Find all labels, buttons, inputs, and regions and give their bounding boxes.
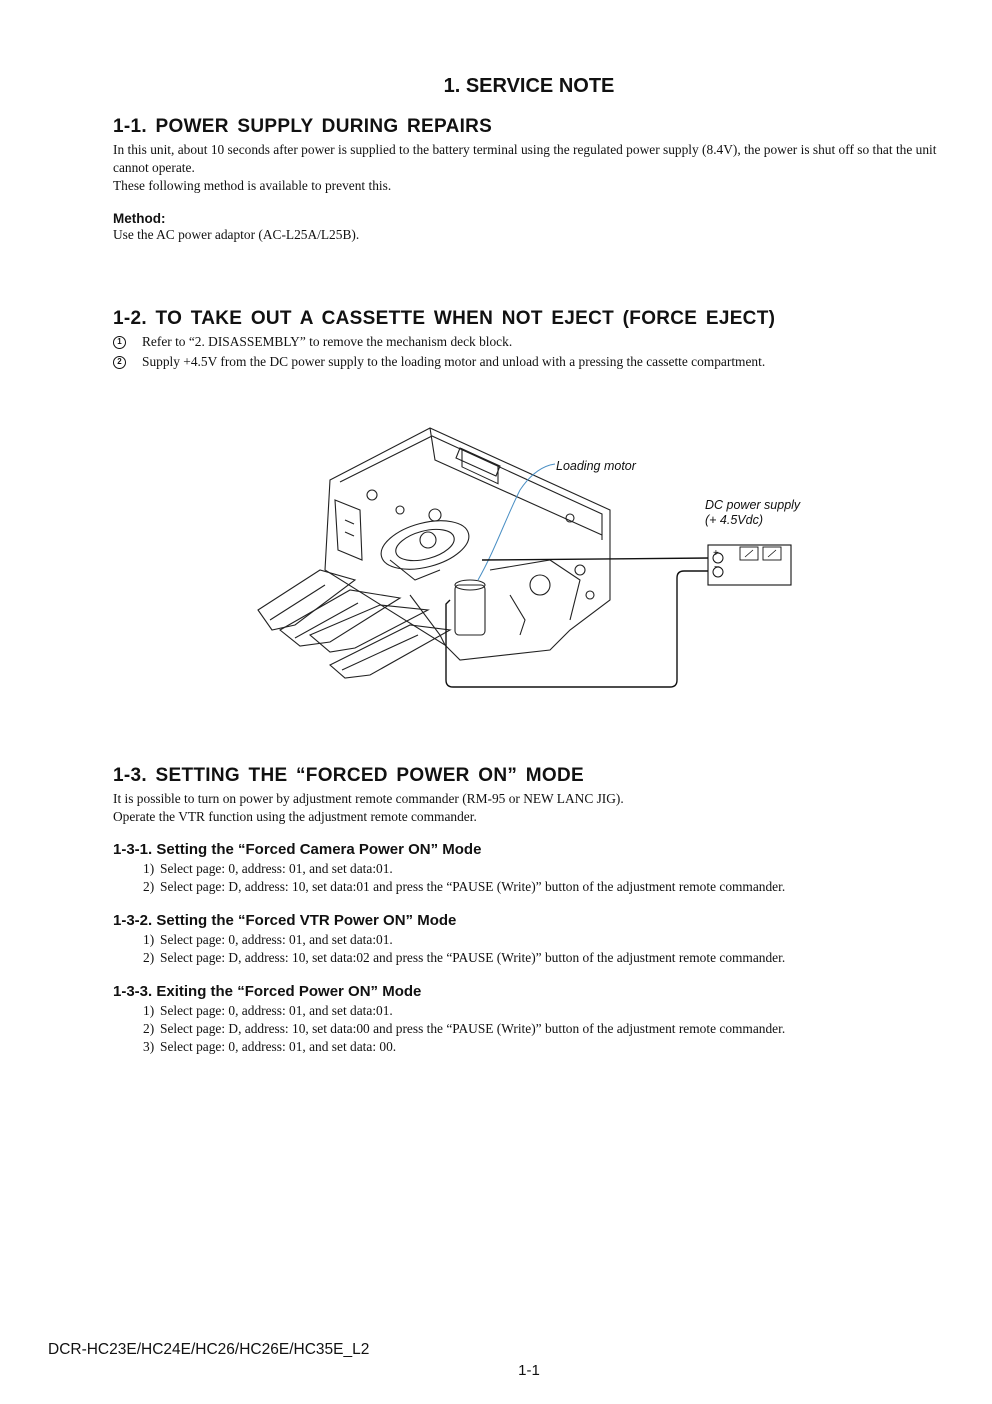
subsection-heading: 1-3-3. Exiting the “Forced Power ON” Mod… xyxy=(113,983,422,1000)
method-label: Method: xyxy=(113,211,166,226)
mechanism-deck-illustration xyxy=(257,427,792,688)
section-power-supply: 1-1. POWER SUPPLY DURING REPAIRS In this… xyxy=(113,116,953,244)
body-text: These following method is available to p… xyxy=(113,178,392,193)
list-item: 1)Select page: 0, address: 01, and set d… xyxy=(143,932,393,947)
section-forced-power-on: 1-3. SETTING THE “FORCED POWER ON” MODE … xyxy=(113,765,953,1056)
subsection-heading: 1-3-1. Setting the “Forced Camera Power … xyxy=(113,841,482,858)
section-heading: 1-1. POWER SUPPLY DURING REPAIRS xyxy=(113,116,493,137)
flex-cable xyxy=(308,604,430,653)
body-text: Operate the VTR function using the adjus… xyxy=(113,809,477,824)
body-text: It is possible to turn on power by adjus… xyxy=(113,791,624,806)
step-list: 1)Select page: 0, address: 01, and set d… xyxy=(113,931,953,967)
list-item: 2)Select page: D, address: 10, set data:… xyxy=(143,879,786,894)
list-item: 3)Select page: 0, address: 01, and set d… xyxy=(143,1039,397,1054)
step-number: 2 xyxy=(113,355,126,369)
plus-terminal-symbol: + xyxy=(713,548,719,559)
minus-terminal-symbol: − xyxy=(714,562,720,573)
force-eject-diagram: Loading motor DC power supply (+ 4.5Vdc)… xyxy=(250,420,810,695)
flex-cable xyxy=(329,624,452,679)
step-text: Supply +4.5V from the DC power supply to… xyxy=(142,354,766,369)
step-list: 1)Select page: 0, address: 01, and set d… xyxy=(113,1002,953,1056)
list-item: 2)Select page: D, address: 10, set data:… xyxy=(143,1021,786,1036)
footer-model-number: DCR-HC23E/HC24E/HC26/HC26E/HC35E_L2 xyxy=(48,1341,370,1358)
section-heading: 1-3. SETTING THE “FORCED POWER ON” MODE xyxy=(113,765,584,786)
list-item: 1)Select page: 0, address: 01, and set d… xyxy=(143,861,393,876)
body-text: In this unit, about 10 seconds after pow… xyxy=(113,142,937,175)
wire-negative xyxy=(445,570,710,688)
dc-supply-voltage-label: (+ 4.5Vdc) xyxy=(705,513,764,527)
step-list: 1)Select page: 0, address: 01, and set d… xyxy=(113,860,953,896)
flex-cable xyxy=(257,569,357,631)
step-item: 1 Refer to “2. DISASSEMBLY” to remove th… xyxy=(113,333,953,351)
subsection-heading: 1-3-2. Setting the “Forced VTR Power ON”… xyxy=(113,912,457,929)
method-text: Use the AC power adaptor (AC-L25A/L25B). xyxy=(113,227,360,242)
section-force-eject: 1-2. TO TAKE OUT A CASSETTE WHEN NOT EJE… xyxy=(113,308,953,371)
wire-positive xyxy=(481,557,711,561)
step-number: 1 xyxy=(113,335,126,349)
flex-cable xyxy=(279,589,402,647)
section-heading: 1-2. TO TAKE OUT A CASSETTE WHEN NOT EJE… xyxy=(113,308,776,329)
list-item: 2)Select page: D, address: 10, set data:… xyxy=(143,950,786,965)
step-item: 2 Supply +4.5V from the DC power supply … xyxy=(113,353,953,371)
page-title: 1. SERVICE NOTE xyxy=(443,75,615,97)
list-item: 1)Select page: 0, address: 01, and set d… xyxy=(143,1003,393,1018)
dc-supply-label: DC power supply xyxy=(705,498,801,512)
step-text: Refer to “2. DISASSEMBLY” to remove the … xyxy=(142,334,513,349)
loading-motor-label: Loading motor xyxy=(556,459,636,473)
page-number: 1-1 xyxy=(518,1362,540,1379)
